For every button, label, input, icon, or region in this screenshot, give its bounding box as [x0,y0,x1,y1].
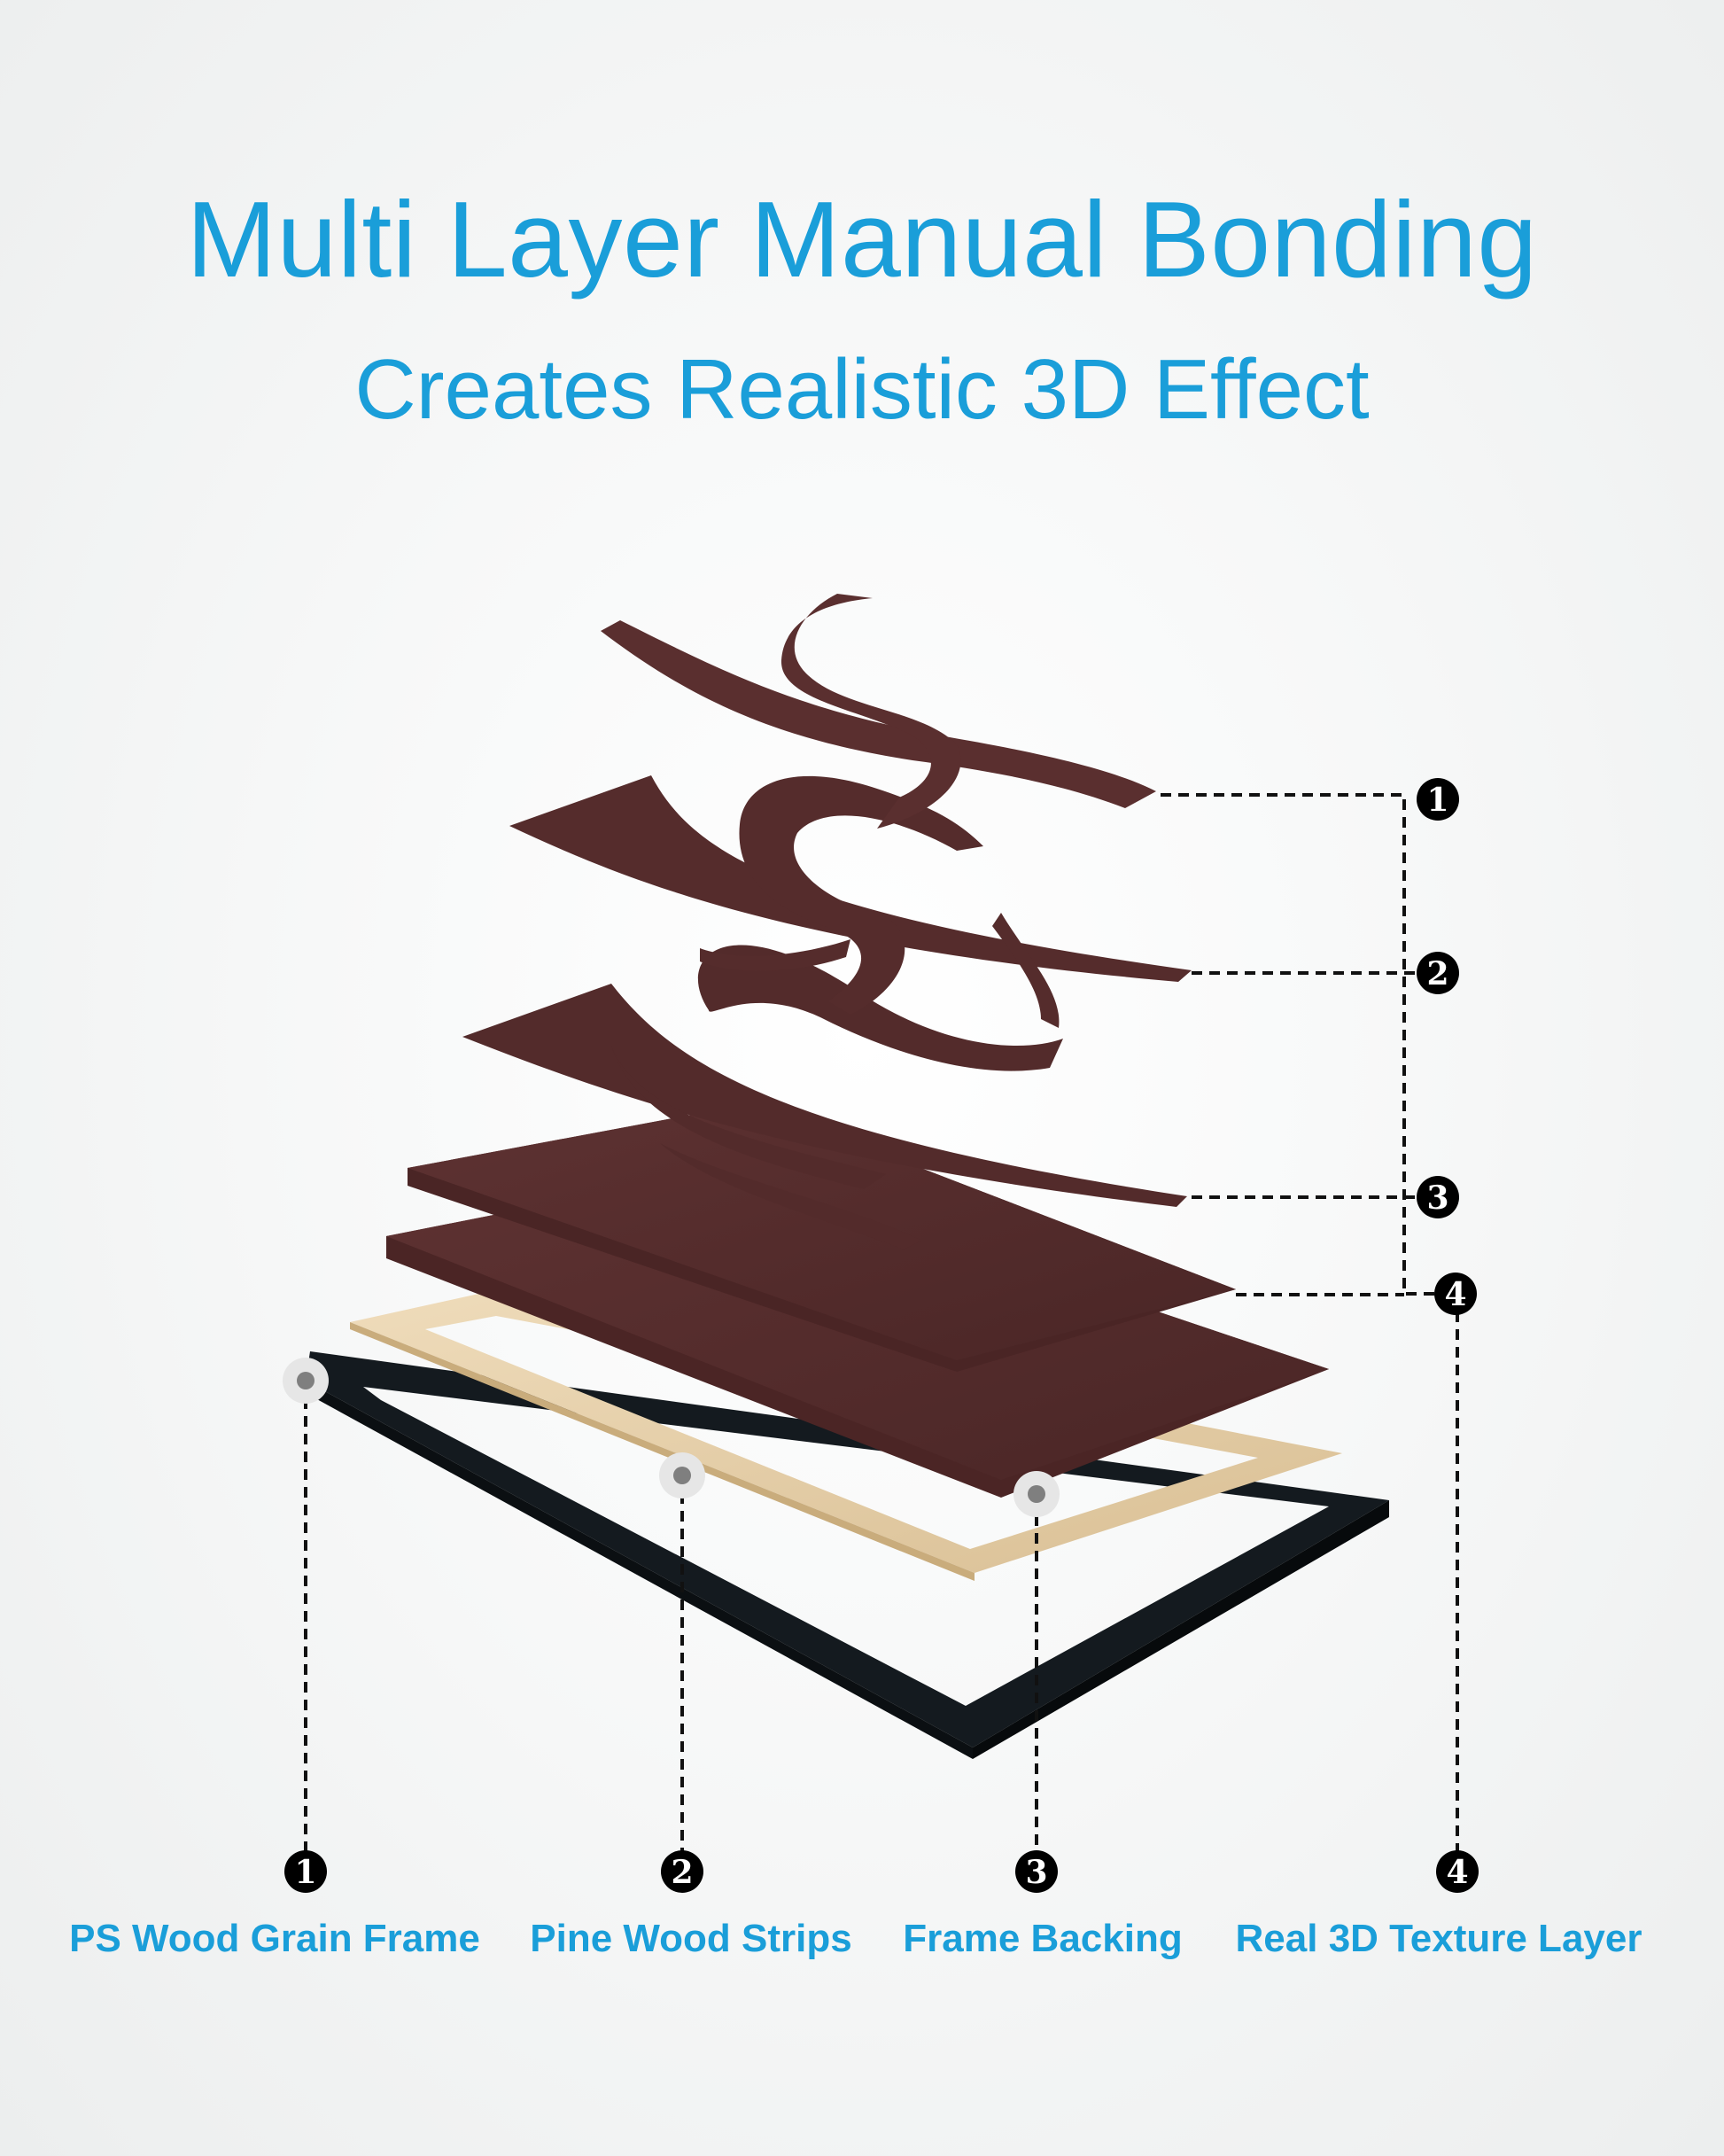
carved-layer-1 [601,594,1156,829]
marker-3-right-badge [1417,1176,1459,1218]
marker-4-bottom-text: 4 [1446,1854,1468,1891]
marker-2-right-text: 2 [1426,955,1448,992]
marker-4-right-text: 4 [1444,1276,1466,1313]
marker-4-right-badge [1434,1273,1477,1315]
anchor-dots [283,1358,1060,1517]
marker-1-bottom-text: 1 [294,1854,316,1891]
layer-label-ps-wood-grain-frame: PS Wood Grain Frame [69,1917,480,1960]
marker-2-bottom-badge [661,1850,703,1893]
real-3d-texture-layer [408,1103,1236,1372]
layer-label-pine-wood-strips: Pine Wood Strips [530,1917,852,1960]
marker-3-right-text: 3 [1426,1179,1448,1217]
layer-label-real-3d-texture-layer: Real 3D Texture Layer [1235,1917,1642,1960]
carved-layer-2 [509,775,1192,1028]
marker-3-bottom-text: 3 [1025,1854,1047,1891]
marker-4-bottom-badge [1436,1850,1479,1893]
marker-1-right-text: 1 [1426,782,1448,819]
marker-1-right-badge [1417,778,1459,821]
marker-3-bottom-badge [1015,1850,1058,1893]
page-title: Multi Layer Manual Bonding [186,179,1538,300]
marker-1-bottom-badge [284,1850,327,1893]
ps-wood-grain-frame [306,1351,1389,1759]
page-subtitle: Creates Realistic 3D Effect [354,342,1370,437]
marker-2-bottom-text: 2 [671,1854,693,1891]
right-connector-lines [304,793,1459,1868]
bottom-markers: 1 2 3 4 [284,1850,1479,1893]
marker-2-right-badge [1417,952,1459,994]
right-markers: 1 2 3 4 [1417,778,1477,1315]
layer-label-frame-backing: Frame Backing [903,1917,1183,1960]
carved-layer-3 [462,945,1187,1249]
